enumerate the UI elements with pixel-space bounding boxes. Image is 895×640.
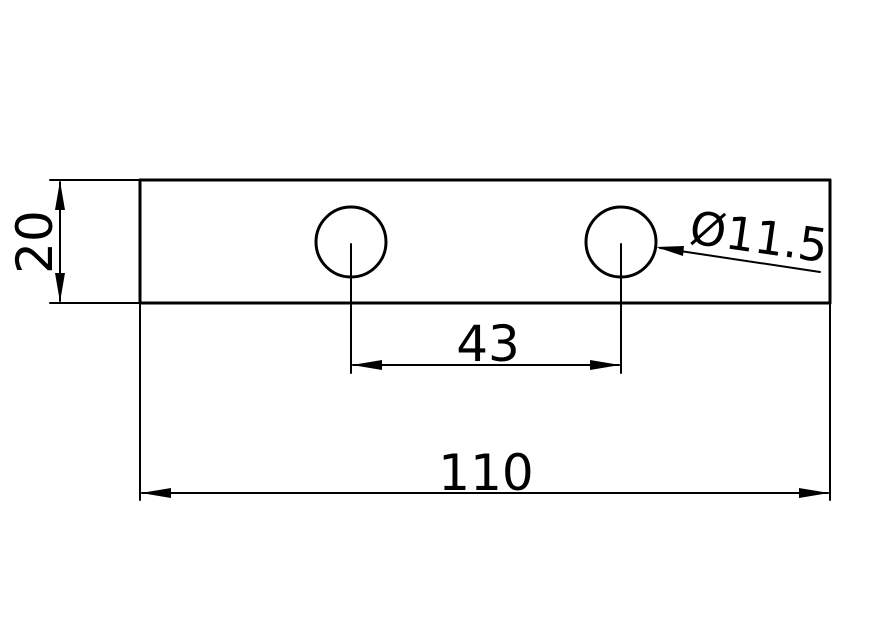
length-label-bg (440, 448, 532, 492)
height-arrow-top (55, 181, 65, 210)
hole-spacing-label: 43 (456, 315, 520, 373)
holes (314, 205, 658, 279)
spacing-arrow-left (352, 360, 382, 370)
diameter-leader-arrow (656, 246, 684, 256)
part-outline (138, 178, 832, 305)
length-arrow-right (799, 488, 829, 498)
height-dimension-label: 20 (6, 210, 64, 274)
spacing-arrow-right (590, 360, 620, 370)
overall-length-dimension: 110 (139, 302, 831, 502)
length-arrow-left (141, 488, 171, 498)
spacing-label-bg (448, 318, 528, 364)
overall-length-label: 110 (438, 444, 533, 502)
diameter-leader-line (659, 247, 821, 273)
hole-diameter-callout: Ø11.5 (656, 200, 831, 273)
height-arrow-bottom (55, 273, 65, 302)
hole-diameter-label: Ø11.5 (686, 200, 831, 273)
height-dimension: 20 (6, 179, 141, 304)
hole-spacing-dimension: 43 (350, 243, 622, 374)
